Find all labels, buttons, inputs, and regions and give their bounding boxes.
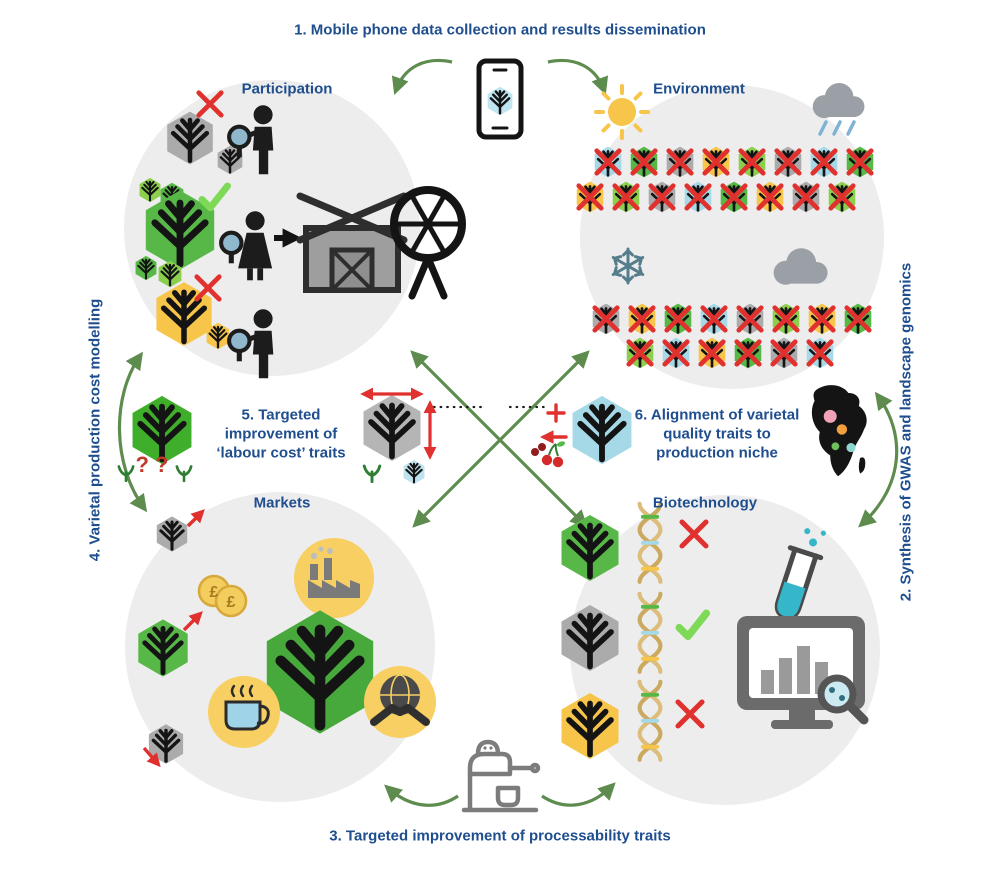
step6-label: 6. Alignment of varietal quality traits … (634, 406, 800, 462)
environment-art (577, 83, 874, 368)
step5-label: 5. Targeted improvement of ‘labour cost’… (216, 406, 346, 462)
rain-cloud-icon (812, 83, 865, 136)
arrow-machine-to-markets (384, 784, 459, 807)
step2-label: 2. Synthesis of GWAS and landscape genom… (897, 262, 915, 602)
trend-up-arrow-icon (182, 611, 203, 632)
arrow-machine-to-biotechnology (541, 782, 616, 807)
trend-down-arrow-icon (142, 746, 161, 768)
sprout-icon (362, 464, 382, 484)
environment-label: Environment (653, 80, 745, 98)
farm-icon (296, 192, 408, 293)
coin-symbol: £ (210, 584, 219, 601)
arrow-phone-to-environment (547, 58, 609, 95)
test-tube-icon (774, 528, 826, 620)
biotechnology-art (562, 504, 869, 760)
participation-art (134, 93, 466, 379)
step3-label: 3. Targeted improvement of processabilit… (329, 827, 671, 845)
arrow-environment-markets (412, 350, 590, 528)
arrow-participation-markets (117, 351, 148, 513)
mobile-phone-icon (476, 58, 524, 140)
dna-icon (640, 594, 661, 672)
environment-circle (580, 85, 884, 389)
participation-label: Participation (241, 80, 333, 98)
cherries-icon (531, 441, 566, 468)
dna-icon (640, 682, 661, 760)
measure-arrows-icon (360, 387, 437, 460)
sprout-icon (175, 465, 193, 483)
coffee-machine-icon (461, 739, 541, 813)
magnifier-icon (817, 674, 869, 725)
sun-icon (594, 84, 650, 140)
flow-arrows (117, 58, 899, 807)
trend-up-arrow-icon (186, 509, 205, 528)
factory-icon (294, 538, 374, 618)
markets-label: Markets (253, 494, 311, 512)
step1-label: 1. Mobile phone data collection and resu… (294, 21, 706, 39)
labour-cost-icon-group: ? ? (117, 387, 437, 486)
question-marks: ? ? (136, 452, 169, 477)
arrow-phone-to-participation (391, 58, 453, 95)
step4-label: 4. Varietal production cost modelling (86, 298, 104, 562)
handshake-globe-icon (364, 666, 436, 738)
coffee-mug-icon (208, 676, 280, 748)
quality-niche-icon-group (531, 385, 867, 477)
arrow-environment-biotechnology (858, 391, 899, 528)
biotechnology-label: Biotechnology (652, 494, 758, 512)
wheel-icon (390, 186, 466, 300)
snowflake-icon (611, 247, 645, 285)
africa-map-icon (811, 385, 867, 477)
monitor-chart-icon (737, 616, 869, 729)
coin-symbol: £ (227, 594, 236, 611)
plus-minus-icon (539, 403, 568, 444)
coins-icon: £ £ (197, 574, 248, 618)
dna-icon (640, 504, 661, 582)
markets-art: £ £ (138, 509, 436, 768)
